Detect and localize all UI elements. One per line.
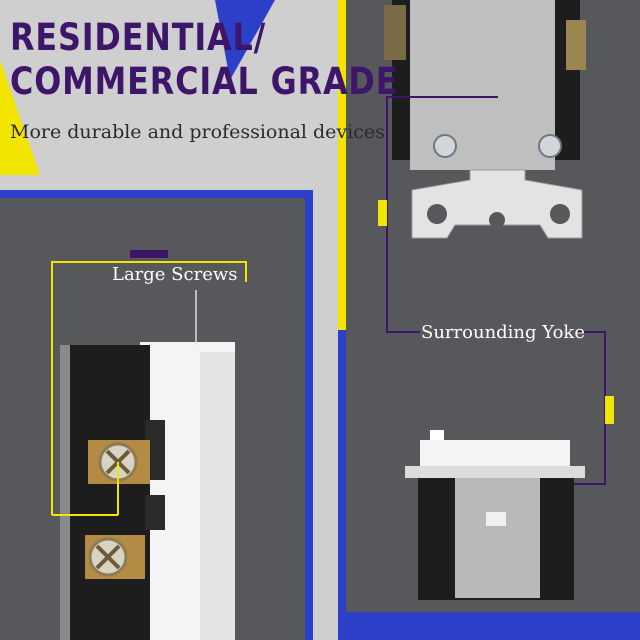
- metal-yoke-strap: [455, 478, 540, 598]
- outlet-bottom-view: [405, 430, 585, 600]
- screw-slot: [95, 544, 121, 570]
- right-panel-yellow-edge: [338, 0, 346, 330]
- headline-line1: RESIDENTIAL/: [10, 16, 267, 59]
- side-screw: [566, 20, 586, 70]
- outlet-metal-strip: [60, 345, 70, 640]
- yoke-slot: [486, 512, 506, 526]
- headline-subtitle: More durable and professional devices: [10, 121, 385, 143]
- body-notch: [145, 495, 165, 530]
- yoke-hole: [427, 204, 447, 224]
- blue-triangle-accent: [215, 0, 275, 80]
- large-screws-label: Large Screws: [112, 264, 238, 285]
- yoke-hole: [489, 212, 505, 228]
- metal-yoke: [410, 0, 555, 170]
- screw-icon: [538, 134, 562, 158]
- yellow-tab: [605, 396, 614, 424]
- screw-icon: [433, 134, 457, 158]
- purple-tab: [130, 250, 168, 258]
- outlet-black-body: [60, 345, 150, 640]
- yoke-hole: [550, 204, 570, 224]
- outlet-white-edge: [200, 352, 235, 640]
- yellow-tab: [378, 200, 387, 226]
- surrounding-yoke-label: Surrounding Yoke: [421, 322, 585, 343]
- large-screws-callout: [51, 250, 247, 516]
- yellow-triangle-accent: [0, 60, 40, 175]
- side-screw: [384, 5, 406, 60]
- yoke-plate: [405, 466, 585, 478]
- outlet-side-view: [60, 342, 235, 640]
- yellow-bracket: [51, 261, 247, 515]
- yoke-top-view: [384, 0, 586, 239]
- tab: [430, 430, 444, 440]
- yoke-mounting-ear: [411, 169, 583, 239]
- headline-line2: COMMERCIAL GRADE: [10, 60, 399, 103]
